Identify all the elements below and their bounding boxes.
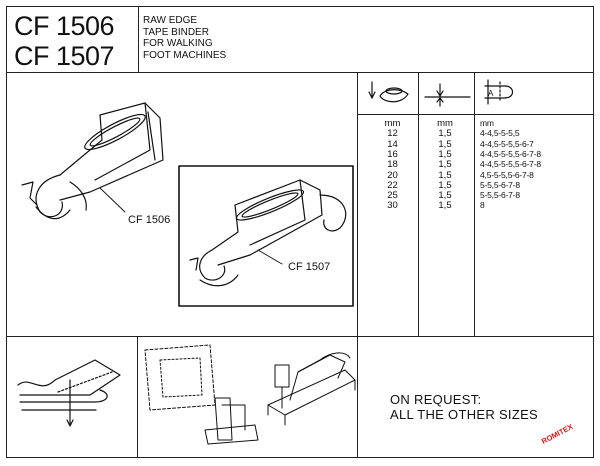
table-header-divider xyxy=(357,114,594,115)
table-col-divider-1 xyxy=(418,72,419,336)
outer-frame xyxy=(6,6,594,458)
table-unit-header: mm xyxy=(437,118,453,129)
table-cell: 1,5 xyxy=(438,128,452,140)
binder-1507-drawing xyxy=(189,179,347,287)
model-code-1: CF 1506 xyxy=(14,11,115,41)
tape-width-letter: A xyxy=(488,89,494,98)
on-request-heading: ON REQUEST: xyxy=(390,392,482,407)
header-column-divider xyxy=(138,6,139,72)
tape-width-icon xyxy=(484,79,514,105)
foot-width-icon xyxy=(368,81,409,103)
table-left-border xyxy=(357,72,358,458)
table-cell: 12 xyxy=(387,128,398,140)
walking-foot-machine-drawing xyxy=(144,344,259,445)
fabric-fold-drawing xyxy=(17,359,121,427)
description-line: TAPE BINDER xyxy=(143,26,209,38)
cf1507-label: CF 1507 xyxy=(288,261,331,273)
description-line: RAW EDGE xyxy=(143,15,198,26)
table-cell: 20 xyxy=(387,169,398,181)
cf1506-label: CF 1506 xyxy=(128,214,171,226)
table-cell: 1,5 xyxy=(438,169,452,181)
table-unit-header: mm xyxy=(480,118,494,128)
footer-col-divider xyxy=(137,336,138,458)
table-cell: 4-4,5-5-5,5 xyxy=(480,128,520,139)
table-unit-header: mm xyxy=(384,118,401,129)
table-cell: 4-4,5-5-5,5-6-7-8 xyxy=(480,159,541,170)
table-cell: 4,5-5-5,5-6-7-8 xyxy=(480,169,534,180)
footer-divider xyxy=(6,336,594,337)
table-cell: 1,5 xyxy=(438,138,452,150)
on-request-text: ALL THE OTHER SIZES xyxy=(390,407,539,422)
sewing-machine-drawing xyxy=(267,352,356,426)
table-cell: 4-4,5-5-5,5-6-7 xyxy=(480,138,534,149)
thickness-icon xyxy=(424,83,471,107)
model-code-2: CF 1507 xyxy=(14,41,115,71)
table-cell: 30 xyxy=(387,200,398,212)
table-cell: 25 xyxy=(387,190,398,202)
description-line: FOOT MACHINES xyxy=(143,49,227,61)
table-cell: 18 xyxy=(387,159,398,171)
table-cell: 1,5 xyxy=(438,159,452,171)
table-cell: 4-4,5-5-5,5-6-7-8 xyxy=(480,148,541,159)
table-cell: 1,5 xyxy=(438,148,452,160)
table-col-divider-2 xyxy=(474,72,475,336)
table-cell: 1,5 xyxy=(438,179,452,191)
cf1507-inset-box xyxy=(178,165,354,307)
table-cell: 8 xyxy=(480,200,485,211)
table-cell: 1,5 xyxy=(438,190,452,202)
table-cell: 1,5 xyxy=(438,200,452,212)
table-cell: 14 xyxy=(387,138,398,150)
header-divider xyxy=(6,72,594,73)
product-description: RAW EDGE TAPE BINDER FOR WALKING FOOT MA… xyxy=(143,15,226,61)
table-cell: 5-5,5-6-7-8 xyxy=(480,190,520,201)
description-line: FOR WALKING xyxy=(143,38,213,49)
binder-1506-drawing xyxy=(21,102,164,220)
table-cell: 16 xyxy=(387,148,398,160)
table-cell: 22 xyxy=(387,179,398,191)
table-cell: 5-5,5-6-7-8 xyxy=(480,179,520,190)
